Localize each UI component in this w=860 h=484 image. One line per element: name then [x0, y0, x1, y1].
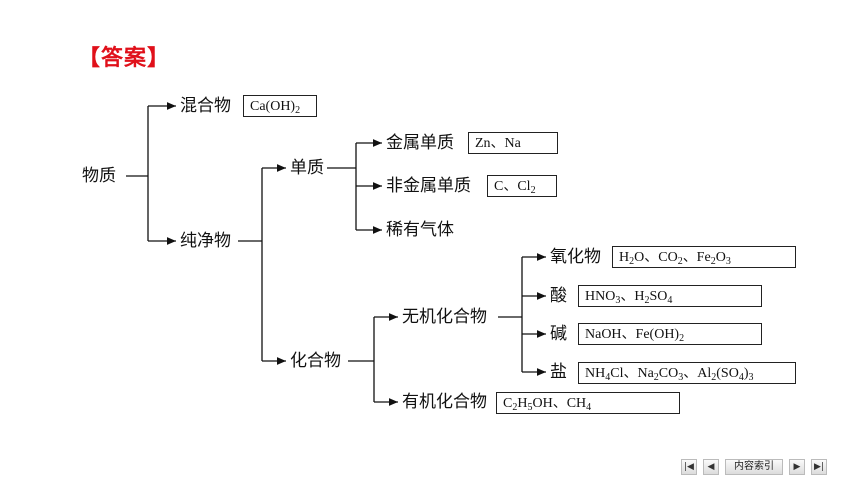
- slide-navigation: |◀ ◀ 内容索引 ▶ ▶|: [681, 458, 827, 476]
- node-nonmetal-element: 非金属单质: [386, 176, 471, 196]
- answer-title: 【答案】: [78, 46, 171, 71]
- node-salt: 盐: [550, 362, 567, 382]
- prev-page-button[interactable]: ◀: [703, 459, 719, 475]
- answer-box-mixture: Ca(OH)2: [243, 95, 317, 117]
- node-mixture: 混合物: [180, 96, 231, 116]
- answer-box-nonmetal: C、Cl2: [487, 175, 557, 197]
- node-acid: 酸: [550, 286, 567, 306]
- node-noble-gas: 稀有气体: [386, 220, 454, 240]
- answer-box-metal: Zn、Na: [468, 132, 558, 154]
- answer-box-organic: C2H5OH、CH4: [496, 392, 680, 414]
- node-oxide: 氧化物: [550, 247, 601, 267]
- node-compound: 化合物: [290, 351, 341, 371]
- node-pure-substance: 纯净物: [180, 231, 231, 251]
- node-inorganic-compound: 无机化合物: [402, 307, 487, 327]
- content-index-button[interactable]: 内容索引: [725, 459, 783, 475]
- next-page-icon: ▶: [793, 462, 801, 472]
- prev-page-icon: ◀: [707, 462, 715, 472]
- answer-box-salt: NH4Cl、Na2CO3、Al2(SO4)3: [578, 362, 796, 384]
- last-page-button[interactable]: ▶|: [811, 459, 827, 475]
- answer-box-base: NaOH、Fe(OH)2: [578, 323, 762, 345]
- node-matter: 物质: [82, 166, 116, 186]
- answer-box-oxide: H2O、CO2、Fe2O3: [612, 246, 796, 268]
- first-page-icon: |◀: [684, 462, 694, 472]
- node-base: 碱: [550, 324, 567, 344]
- node-element: 单质: [290, 158, 324, 178]
- answer-box-acid: HNO3、H2SO4: [578, 285, 762, 307]
- last-page-icon: ▶|: [814, 462, 824, 472]
- next-page-button[interactable]: ▶: [789, 459, 805, 475]
- first-page-button[interactable]: |◀: [681, 459, 697, 475]
- node-metal-element: 金属单质: [386, 133, 454, 153]
- node-organic-compound: 有机化合物: [402, 392, 487, 412]
